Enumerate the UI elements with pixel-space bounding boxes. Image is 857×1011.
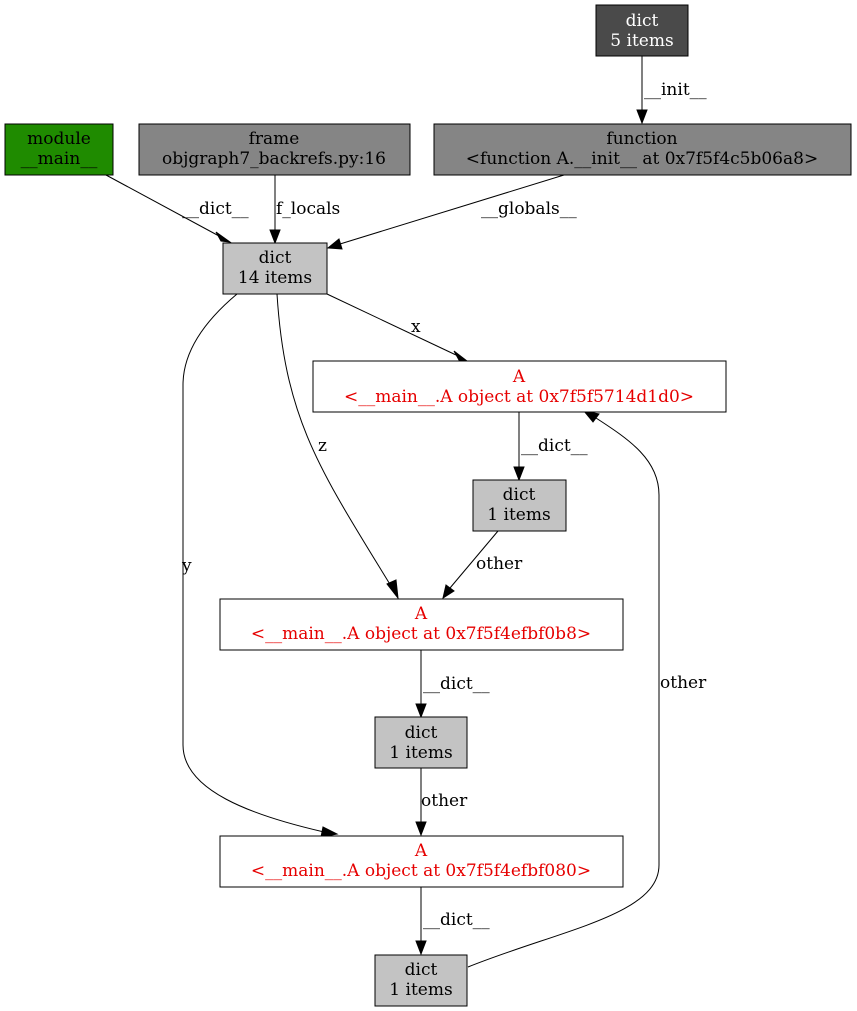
node-label-type: dict xyxy=(405,960,438,980)
arrowhead xyxy=(415,940,427,956)
arrowhead xyxy=(513,466,525,482)
arrowhead xyxy=(269,229,281,245)
edge-dict14-to-a1: x xyxy=(326,293,469,362)
arrowhead xyxy=(386,579,399,600)
edge-line xyxy=(339,174,565,245)
node-object-a-2: A <__main__.A object at 0x7f5f4efbf0b8> xyxy=(219,598,624,651)
node-box xyxy=(4,123,114,176)
node-label-detail: 1 items xyxy=(487,505,550,525)
node-box xyxy=(138,123,411,176)
node-label-type: dict xyxy=(626,11,659,31)
arrowhead xyxy=(636,109,648,125)
node-dict-1-items-a2: dict 1 items xyxy=(374,716,468,769)
edge-a1-to-dict: __dict__ xyxy=(513,412,588,482)
edge-line xyxy=(449,530,499,589)
node-label-detail: __main__ xyxy=(21,149,98,169)
edge-a3-to-dict: __dict__ xyxy=(415,887,490,956)
node-box xyxy=(312,360,727,413)
node-box xyxy=(595,4,689,57)
edge-dict5-to-function: __init__ xyxy=(636,56,707,125)
node-box xyxy=(374,716,468,769)
edge-frame-to-dict14: f_locals xyxy=(269,175,340,245)
arrowhead xyxy=(326,238,343,250)
node-box xyxy=(472,479,567,532)
edge-label-other-2: other xyxy=(421,791,468,811)
node-frame: frame objgraph7_backrefs.py:16 xyxy=(138,123,411,176)
edge-label-module-dict: __dict__ xyxy=(182,199,249,219)
node-object-a-3: A <__main__.A object at 0x7f5f4efbf080> xyxy=(219,835,624,888)
edge-line xyxy=(182,293,325,833)
edge-label-z: z xyxy=(318,436,327,456)
node-box xyxy=(433,123,852,176)
arrowhead xyxy=(415,821,427,837)
node-label-detail: 1 items xyxy=(389,980,452,1000)
node-module-main: module __main__ xyxy=(4,123,114,176)
edge-line xyxy=(276,293,392,587)
edge-label-globals: __globals__ xyxy=(481,199,577,219)
node-label-detail: 14 items xyxy=(238,268,312,288)
node-function-init: function <function A.__init__ at 0x7f5f4… xyxy=(433,123,852,176)
node-label-detail: 5 items xyxy=(610,31,673,51)
edge-label-other-1: other xyxy=(476,554,523,574)
node-object-a-1: A <__main__.A object at 0x7f5f5714d1d0> xyxy=(312,360,727,413)
node-label-type: module xyxy=(27,129,91,149)
node-box xyxy=(219,598,624,651)
node-label-type: dict xyxy=(259,248,292,268)
edge-line xyxy=(467,417,660,968)
node-label-type: A xyxy=(414,604,428,624)
node-label-type: dict xyxy=(405,723,438,743)
node-dict-14-items: dict 14 items xyxy=(222,242,328,295)
edge-dict14-to-a2: z xyxy=(276,293,399,600)
edge-label-f-locals: f_locals xyxy=(276,199,340,219)
node-label-type: frame xyxy=(249,129,300,149)
node-label-detail: 1 items xyxy=(389,743,452,763)
node-label-type: A xyxy=(512,367,526,387)
edge-label-a3-dict: __dict__ xyxy=(423,910,490,930)
edge-label-x: x xyxy=(411,317,421,337)
arrowhead xyxy=(415,703,427,719)
edge-label-a1-dict: __dict__ xyxy=(521,436,588,456)
edge-dicta2-to-a3: other xyxy=(415,768,468,837)
node-label-type: function xyxy=(606,129,677,149)
edge-label-other-3: other xyxy=(660,673,707,693)
node-box xyxy=(374,954,468,1007)
edge-label-a2-dict: __dict__ xyxy=(423,674,490,694)
node-label-detail: <__main__.A object at 0x7f5f5714d1d0> xyxy=(344,387,694,407)
edge-line xyxy=(326,293,457,356)
arrowhead xyxy=(453,350,469,362)
node-box xyxy=(222,242,328,295)
edge-module-to-dict14: __dict__ xyxy=(105,174,249,243)
arrowhead xyxy=(582,410,600,423)
node-label-type: dict xyxy=(503,485,536,505)
node-dict-1-items-a1: dict 1 items xyxy=(472,479,567,532)
edge-dicta1-to-a2: other xyxy=(442,530,523,600)
node-label-detail: <function A.__init__ at 0x7f5f4c5b06a8> xyxy=(466,149,818,169)
node-label-detail: <__main__.A object at 0x7f5f4efbf0b8> xyxy=(251,624,591,644)
node-dict-5-items: dict 5 items xyxy=(595,4,689,57)
node-dict-1-items-a3: dict 1 items xyxy=(374,954,468,1007)
edge-dict14-to-a3: y xyxy=(181,293,339,838)
edge-line xyxy=(105,174,220,237)
edge-dicta3-to-a1: other xyxy=(467,410,707,968)
arrowhead xyxy=(442,584,455,600)
node-label-detail: <__main__.A object at 0x7f5f4efbf080> xyxy=(251,861,591,881)
edge-label-y: y xyxy=(181,556,192,576)
node-box xyxy=(219,835,624,888)
node-label-type: A xyxy=(414,841,428,861)
arrowhead xyxy=(215,231,232,243)
edge-a2-to-dict: __dict__ xyxy=(415,650,490,719)
node-label-detail: objgraph7_backrefs.py:16 xyxy=(162,149,386,169)
edge-label-init: __init__ xyxy=(644,80,707,100)
edge-function-to-dict14: __globals__ xyxy=(326,174,577,250)
